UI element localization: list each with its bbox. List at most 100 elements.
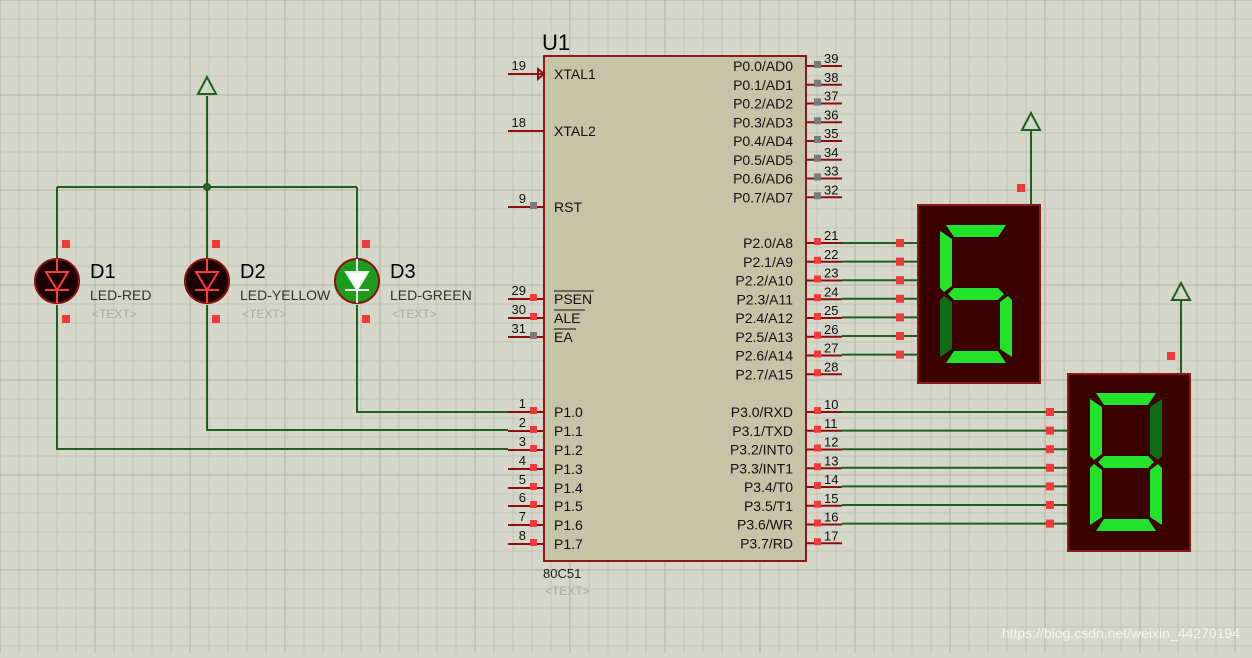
ic-pin-name: P2.2/A10 bbox=[735, 273, 793, 289]
ic-pin-number: 5 bbox=[519, 472, 526, 487]
pin-state-marker bbox=[530, 539, 537, 546]
pin-state-marker bbox=[814, 538, 821, 546]
ic-pin-number: 7 bbox=[519, 509, 526, 524]
pin-state-marker bbox=[896, 332, 904, 340]
pin-state-marker bbox=[362, 240, 370, 248]
pin-state-marker bbox=[212, 315, 220, 323]
led-d3[interactable]: D3 LED-GREEN <TEXT> bbox=[334, 258, 472, 321]
ic-pin-name: P0.1/AD1 bbox=[733, 77, 793, 93]
ic-pin-number: 22 bbox=[824, 247, 838, 262]
ic-pin-name: P2.7/A15 bbox=[735, 366, 793, 382]
pin-state-marker bbox=[530, 501, 537, 508]
ic-pin-name: P3.5/T1 bbox=[744, 498, 793, 514]
clock-arrow-icon bbox=[537, 66, 546, 82]
pin-state-marker bbox=[530, 426, 537, 433]
pin-state-marker bbox=[62, 240, 70, 248]
power-terminals bbox=[196, 74, 1192, 301]
segment-a bbox=[1096, 393, 1156, 405]
pin-state-marker bbox=[814, 98, 821, 106]
ic-pin-number: 39 bbox=[824, 51, 838, 66]
ic-pin-number: 18 bbox=[512, 115, 526, 130]
pin-state-marker bbox=[814, 313, 821, 320]
ic-pin-name: XTAL1 bbox=[554, 66, 596, 82]
pin-state-marker bbox=[896, 276, 904, 285]
ic-pin-number: 12 bbox=[824, 435, 838, 450]
ic-part: 80C51 bbox=[543, 566, 581, 581]
pin-state-marker bbox=[212, 240, 220, 248]
pin-state-marker bbox=[814, 154, 821, 162]
pin-state-marker bbox=[1046, 408, 1054, 416]
pin-state-marker bbox=[1046, 501, 1054, 509]
pin-state-marker bbox=[814, 61, 821, 68]
ic-pin-number: 38 bbox=[824, 70, 838, 85]
segment-d bbox=[1096, 519, 1156, 531]
led-green-symbol bbox=[334, 258, 380, 304]
pin-state-marker bbox=[814, 136, 821, 143]
ic-pin-number: 36 bbox=[824, 107, 838, 122]
ic-pin-number: 30 bbox=[512, 302, 526, 317]
seven-seg-display-1[interactable] bbox=[917, 204, 1041, 384]
ic-pin-number: 15 bbox=[824, 491, 838, 506]
pin-state-marker bbox=[814, 482, 821, 489]
power-terminal-icon bbox=[196, 74, 218, 95]
ic-pin-number: 24 bbox=[824, 284, 838, 299]
pin-state-marker bbox=[814, 275, 821, 283]
pin-state-marker bbox=[814, 350, 821, 358]
led-text-placeholder: <TEXT> bbox=[242, 307, 287, 321]
pin-state-marker bbox=[896, 350, 904, 359]
pin-state-marker bbox=[896, 257, 904, 266]
led-d2[interactable]: D2 LED-YELLOW <TEXT> bbox=[184, 258, 331, 321]
ic-pin-name: P0.3/AD3 bbox=[733, 114, 793, 130]
pin-state-marker bbox=[530, 294, 537, 301]
ic-pin-number: 6 bbox=[519, 490, 526, 505]
pin-state-marker bbox=[530, 202, 537, 209]
p1-0-wire bbox=[356, 305, 508, 413]
ic-pin-name: P1.5 bbox=[554, 498, 583, 514]
ic-pin-number: 35 bbox=[824, 126, 838, 141]
segment-g bbox=[948, 288, 1004, 300]
ic-pin-name: RST bbox=[554, 199, 582, 215]
junction-dot bbox=[203, 183, 211, 191]
watermark: https://blog.csdn.net/weixin_44270194 bbox=[1002, 625, 1240, 641]
pin-state-marker bbox=[62, 315, 70, 323]
ic-pin-number: 9 bbox=[519, 191, 526, 206]
ic-pin-name: P2.3/A11 bbox=[736, 291, 793, 307]
segment-a bbox=[946, 225, 1006, 237]
pin-state-marker bbox=[814, 256, 821, 264]
segment-c bbox=[1150, 464, 1162, 525]
power-terminal-icon bbox=[1170, 280, 1192, 301]
ic-text-placeholder: <TEXT> bbox=[545, 584, 590, 598]
pin-state-marker bbox=[814, 369, 821, 377]
ic-pin-name: P1.2 bbox=[554, 442, 583, 458]
ic-body bbox=[543, 55, 807, 562]
ic-pin-number: 16 bbox=[824, 510, 838, 525]
led-d1[interactable]: D1 LED-RED <TEXT> bbox=[34, 258, 151, 321]
led-ref: D3 bbox=[390, 261, 416, 283]
seven-seg-display-2[interactable] bbox=[1067, 373, 1191, 552]
pin-state-marker bbox=[814, 79, 821, 87]
ic-pin-number: 17 bbox=[824, 528, 838, 543]
ic-pin-number: 10 bbox=[824, 397, 838, 412]
pin-state-marker bbox=[530, 445, 537, 452]
segment-d bbox=[946, 351, 1006, 363]
pin-state-marker bbox=[1046, 519, 1054, 528]
ic-pin-name: P2.4/A12 bbox=[735, 310, 793, 326]
pin-state-marker bbox=[1046, 482, 1054, 491]
ic-pin-number: 11 bbox=[824, 416, 838, 431]
pin-state-marker bbox=[530, 313, 537, 320]
segment-e bbox=[940, 296, 952, 357]
ic-pin-number: 27 bbox=[824, 341, 838, 356]
led-text-placeholder: <TEXT> bbox=[392, 307, 437, 321]
pin-state-marker bbox=[530, 464, 537, 471]
pin-state-marker bbox=[814, 192, 821, 200]
segment-c bbox=[1000, 296, 1012, 357]
ic-pin-number: 4 bbox=[519, 453, 526, 468]
pin-state-marker bbox=[814, 238, 821, 245]
ic-pin-name: P3.0/RXD bbox=[731, 404, 793, 420]
ic-pin-name: P1.7 bbox=[554, 536, 583, 552]
pin-state-marker bbox=[896, 239, 904, 247]
ic-pin-name: P0.5/AD5 bbox=[733, 152, 793, 168]
ic-80c51[interactable]: U1 80C51 <TEXT> 19XTAL118XTAL29RST29PSEN… bbox=[508, 30, 842, 598]
led-ref: D1 bbox=[90, 261, 116, 283]
